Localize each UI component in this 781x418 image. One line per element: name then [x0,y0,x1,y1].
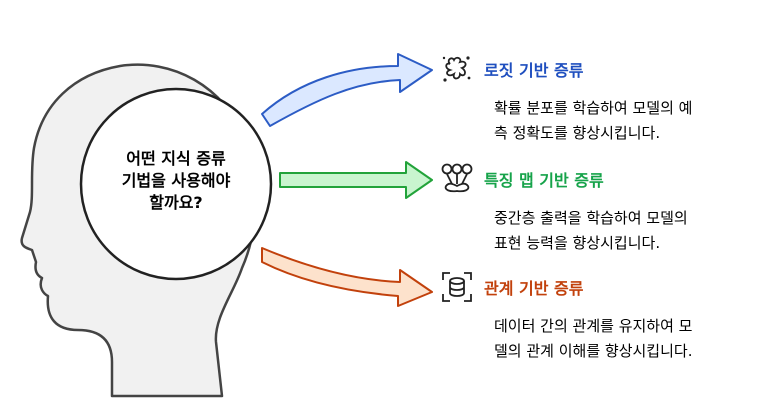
logit-distillation-item: 로짓 기반 증류 확률 분포를 학습하여 모델의 예 측 정확도를 향상시킵니다… [440,52,770,146]
feature-map-distillation-item: 특징 맵 기반 증류 중간층 출력을 학습하여 모델의 표현 능력을 향상시킵니… [440,162,770,256]
relation-distillation-item: 관계 기반 증류 데이터 간의 관계를 유지하여 모 델의 관계 이해를 향상시… [440,270,770,364]
feature-map-icon [441,163,473,193]
arrow-logit [261,53,433,127]
item-description: 데이터 간의 관계를 유지하여 모 델의 관계 이해를 향상시킵니다. [494,317,693,360]
question-text: 어떤 지식 증류 기법을 사용해야 할까요? [121,149,231,212]
arrow-relation [261,247,433,307]
item-title: 로짓 기반 증류 [484,61,584,80]
item-description: 확률 분포를 학습하여 모델의 예 측 정확도를 향상시킵니다. [494,99,693,142]
item-description: 중간층 출력을 학습하여 모델의 표현 능력을 향상시킵니다. [494,209,688,252]
item-title: 관계 기반 증류 [484,279,584,298]
thought-circle [79,87,273,281]
arrow-feature-map [279,161,433,199]
splash-icon [442,56,471,82]
database-scan-icon [442,272,472,302]
item-title: 특징 맵 기반 증류 [484,171,604,190]
